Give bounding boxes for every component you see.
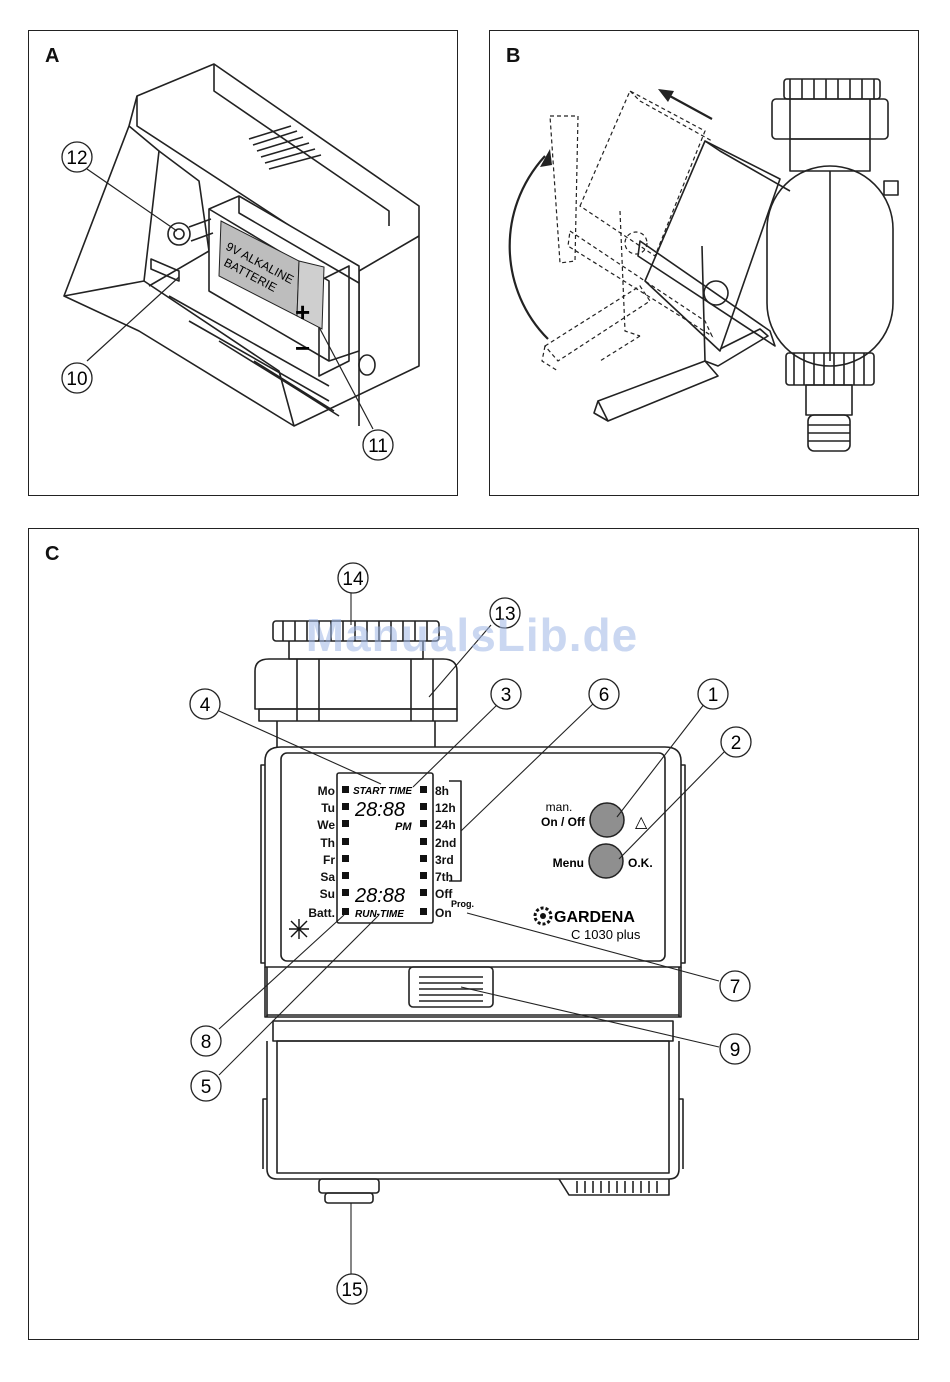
svg-text:15: 15 xyxy=(341,1280,362,1301)
callout-11: 11 xyxy=(363,430,393,460)
gardena-logo-icon xyxy=(535,908,551,924)
day-batt: Batt. xyxy=(308,906,335,920)
mounting-drawing xyxy=(490,31,920,497)
callout-3: 3 xyxy=(491,679,521,709)
svg-text:2: 2 xyxy=(731,733,742,754)
battery-compartment-drawing: 9V ALKALINE BATTERIE + − 12 10 11 xyxy=(29,31,459,497)
snowflake-icon xyxy=(289,919,309,939)
svg-text:1: 1 xyxy=(708,685,719,706)
battery-minus: − xyxy=(295,333,310,363)
svg-text:14: 14 xyxy=(342,569,364,590)
interval-7th: 7th xyxy=(435,870,453,884)
pm-label: PM xyxy=(395,821,412,833)
day-tu: Tu xyxy=(321,801,335,815)
callout-10: 10 xyxy=(62,363,92,393)
callout-12: 12 xyxy=(62,142,92,172)
callout-15: 15 xyxy=(337,1274,367,1304)
slide-arrow-icon xyxy=(658,89,712,119)
svg-text:6: 6 xyxy=(599,685,610,706)
interval-2nd: 2nd xyxy=(435,836,456,850)
day-th: Th xyxy=(320,836,335,850)
svg-text:8: 8 xyxy=(201,1032,212,1053)
up-triangle-icon: △ xyxy=(635,814,648,831)
callout-1: 1 xyxy=(698,679,728,709)
time-top-digits: 28:88 xyxy=(354,799,405,821)
callout-8: 8 xyxy=(191,1026,221,1056)
prog-label: Prog. xyxy=(451,899,474,909)
callout-14: 14 xyxy=(338,563,368,593)
start-time-label: START TIME xyxy=(353,786,412,797)
battery-plus: + xyxy=(295,297,310,327)
callout-7: 7 xyxy=(720,971,750,1001)
interval-12h: 12h xyxy=(435,801,456,815)
callout-4: 4 xyxy=(190,689,220,719)
day-sa: Sa xyxy=(320,870,335,884)
svg-text:4: 4 xyxy=(200,695,211,716)
watermark: ManualsLib.de xyxy=(262,608,682,662)
brand-name: GARDENA xyxy=(554,909,635,926)
day-fr: Fr xyxy=(323,853,335,867)
svg-text:11: 11 xyxy=(368,436,388,457)
ok-label: O.K. xyxy=(628,856,653,870)
menu-ok-button[interactable] xyxy=(589,844,623,878)
panel-a: A xyxy=(28,30,458,496)
interval-8h: 8h xyxy=(435,784,449,798)
callout-6: 6 xyxy=(589,679,619,709)
callout-9: 9 xyxy=(720,1034,750,1064)
day-su: Su xyxy=(320,887,335,901)
svg-text:7: 7 xyxy=(730,977,741,998)
callout-5: 5 xyxy=(191,1071,221,1101)
time-bottom-digits: 28:88 xyxy=(354,885,405,907)
svg-text:12: 12 xyxy=(66,148,87,169)
model-name: C 1030 plus xyxy=(571,927,641,942)
svg-text:3: 3 xyxy=(501,685,512,706)
interval-on: On xyxy=(435,906,452,920)
panel-b: B xyxy=(489,30,919,496)
manual-on-off-button[interactable] xyxy=(590,803,624,837)
svg-text:9: 9 xyxy=(730,1040,741,1061)
man-label-line2: On / Off xyxy=(541,815,586,829)
interval-3rd: 3rd xyxy=(435,853,454,867)
man-label-line1: man. xyxy=(546,800,573,814)
run-time-label: RUN-TIME xyxy=(355,909,404,920)
curved-arrow-icon xyxy=(510,149,552,339)
interval-24h: 24h xyxy=(435,818,456,832)
day-mo: Mo xyxy=(318,784,335,798)
menu-label: Menu xyxy=(553,856,584,870)
callout-2: 2 xyxy=(721,727,751,757)
svg-text:5: 5 xyxy=(201,1077,212,1098)
svg-text:10: 10 xyxy=(66,369,87,390)
day-we: We xyxy=(317,818,335,832)
